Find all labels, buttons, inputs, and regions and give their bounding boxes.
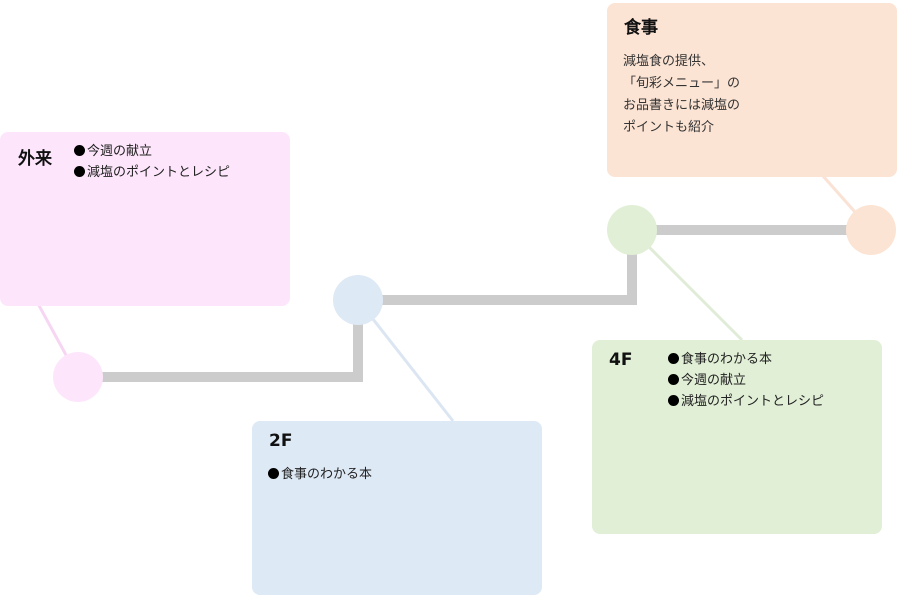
node-shokuji xyxy=(846,205,896,255)
list-item: 食事のわかる本 xyxy=(268,464,372,485)
card-title-shokuji: 食事 xyxy=(624,18,658,38)
connector-floor4 xyxy=(630,228,744,342)
card-floor4: 4F 食事のわかる本 今週の献立 減塩のポイントとレシピ xyxy=(592,340,882,534)
bullet-icon xyxy=(74,166,85,177)
node-floor2 xyxy=(333,275,383,325)
list-item: 今週の献立 xyxy=(74,141,230,162)
list-item: 食事のわかる本 xyxy=(668,349,824,370)
card-list-gairai: 今週の献立 減塩のポイントとレシピ xyxy=(74,141,230,183)
card-list-floor2: 食事のわかる本 xyxy=(268,464,372,485)
bullet-icon xyxy=(268,468,279,479)
bullet-icon xyxy=(668,395,679,406)
card-title-gairai: 外来 xyxy=(18,149,52,169)
card-list-floor4: 食事のわかる本 今週の献立 減塩のポイントとレシピ xyxy=(668,349,824,412)
connector-floor2 xyxy=(356,299,455,422)
bullet-icon xyxy=(668,353,679,364)
desc-line: お品書きには減塩の xyxy=(623,98,741,113)
card-floor2: 2F 食事のわかる本 xyxy=(252,421,542,595)
list-item: 今週の献立 xyxy=(668,370,824,391)
desc-line: 「旬彩メニュー」の xyxy=(623,76,741,91)
bullet-icon xyxy=(74,145,85,156)
node-gairai xyxy=(53,352,103,402)
desc-line: ポイントも紹介 xyxy=(623,120,715,135)
card-title-floor2: 2F xyxy=(269,431,293,451)
list-item: 減塩のポイントとレシピ xyxy=(668,391,824,412)
card-gairai: 外来 今週の献立 減塩のポイントとレシピ xyxy=(0,132,290,306)
card-title-floor4: 4F xyxy=(609,350,633,370)
bullet-icon xyxy=(668,374,679,385)
list-item: 減塩のポイントとレシピ xyxy=(74,162,230,183)
card-desc-shokuji: 減塩食の提供、 「旬彩メニュー」の お品書きには減塩の ポイントも紹介 xyxy=(623,51,740,139)
node-floor4 xyxy=(607,205,657,255)
desc-line: 減塩食の提供、 xyxy=(623,54,715,69)
route-path xyxy=(78,225,871,382)
card-shokuji: 食事 減塩食の提供、 「旬彩メニュー」の お品書きには減塩の ポイントも紹介 xyxy=(607,3,897,177)
